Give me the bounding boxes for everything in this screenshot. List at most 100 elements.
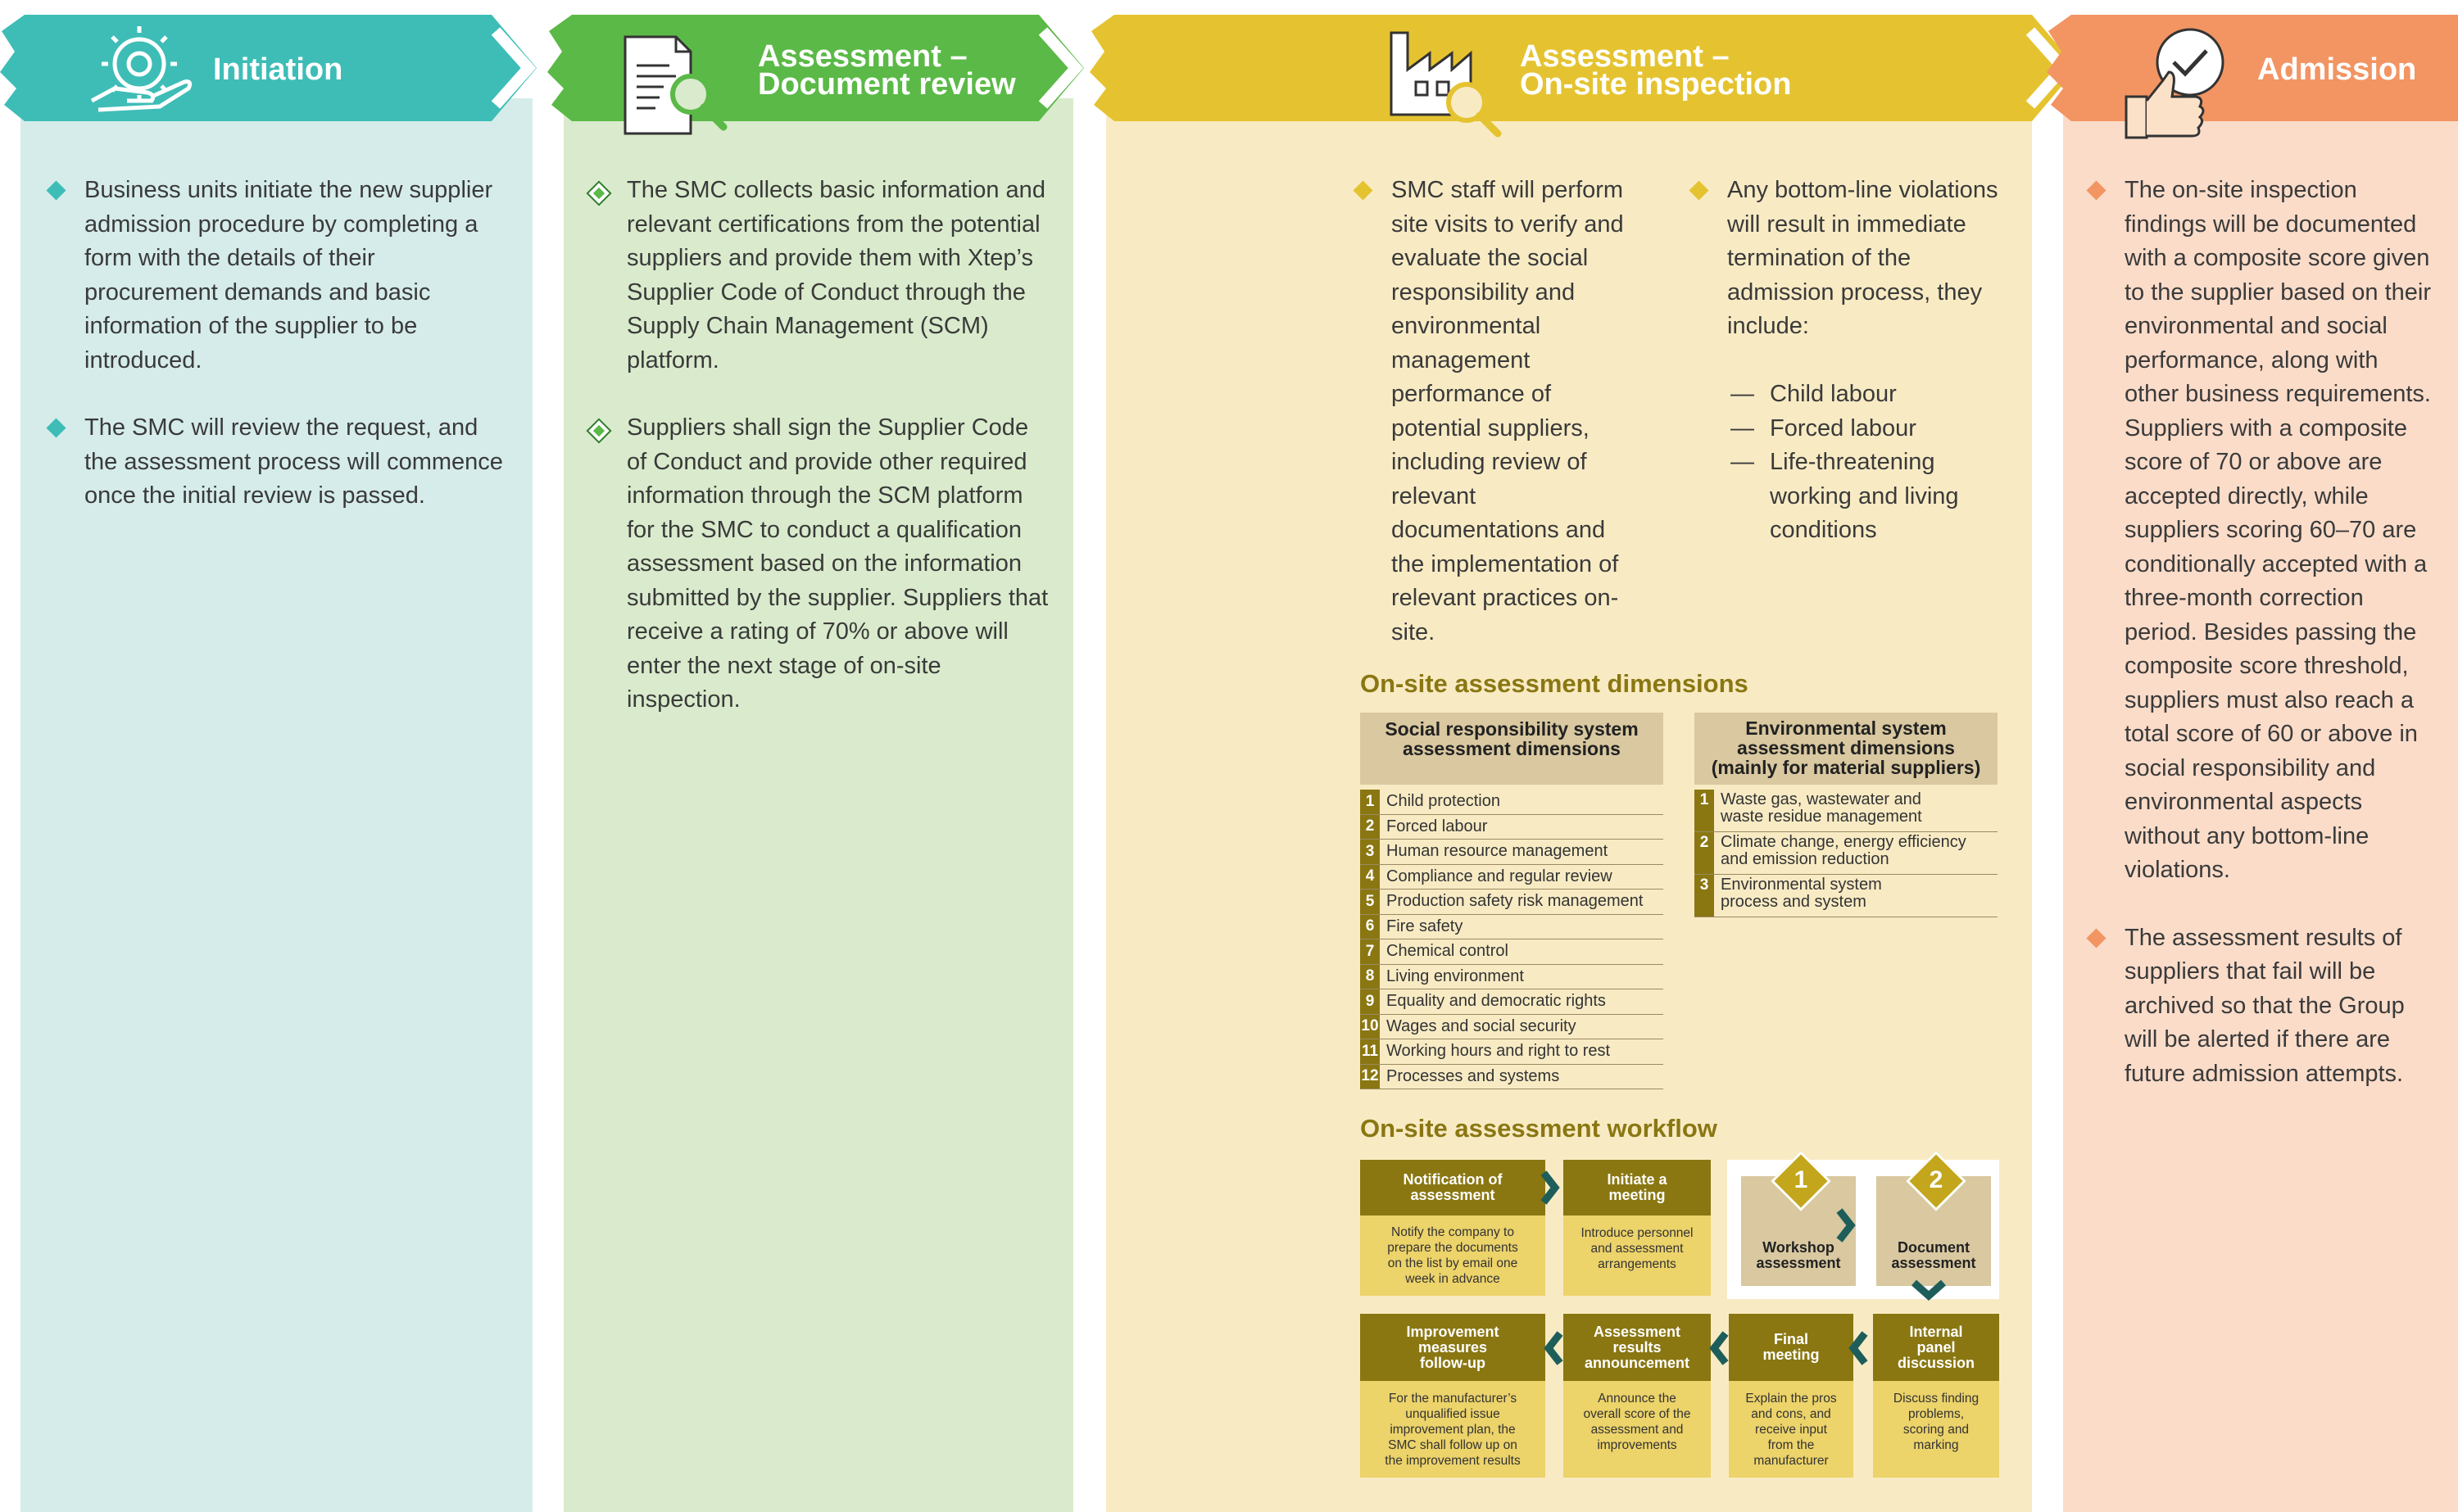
dimension-label: Production safety risk management: [1386, 892, 1644, 911]
dimension-number: 9: [1360, 989, 1380, 1014]
dimension-number: 10: [1360, 1014, 1380, 1039]
dimension-number: 8: [1360, 964, 1380, 989]
dimension-number: 6: [1360, 914, 1380, 939]
dimensions-title: On-site assessment dimensions: [1360, 669, 1748, 698]
social-dimension-row: 5 Production safety risk management: [1360, 890, 1663, 915]
factory-magnifier-icon: [1385, 25, 1508, 139]
review-title: Assessment – Document review: [758, 39, 1016, 102]
dimension-number: 7: [1360, 939, 1380, 964]
admission-bullet: The assessment results of suppliers that…: [2086, 921, 2433, 1092]
admission-banner-shape: [2047, 15, 2458, 121]
dimension-label: Forced labour: [1386, 817, 1488, 835]
inspection-title: Assessment – On-site inspection: [1520, 39, 1792, 102]
dimension-number: 4: [1360, 864, 1380, 889]
diamond-bullet-icon: [588, 183, 610, 204]
admission-bullets: The on-site inspection findings will be …: [2086, 174, 2433, 1125]
workflow-title: On-site assessment workflow: [1360, 1114, 1717, 1143]
review-bullets: The SMC collects basic information and r…: [588, 174, 1050, 751]
social-dimension-row: 12 Processes and systems: [1360, 1064, 1663, 1089]
dimension-number: 11: [1360, 1039, 1380, 1064]
social-dimension-row: 2 Forced labour: [1360, 814, 1663, 840]
inspection-bullet-left: SMC staff will perform site visits to ve…: [1353, 174, 1635, 683]
diamond-bullet-icon: [588, 420, 610, 441]
social-dimension-row: 3 Human resource management: [1360, 840, 1663, 865]
arrow-left-icon: [1709, 1331, 1729, 1365]
social-dimensions-table: Social responsibility system assessment …: [1360, 713, 1663, 1089]
dimension-number: 5: [1360, 890, 1380, 914]
dimension-number: 3: [1360, 840, 1380, 864]
initiation-title: Initiation: [213, 52, 343, 87]
arrow-right-icon: [1540, 1170, 1560, 1205]
diamond-bullet-icon: [2086, 180, 2107, 201]
env-dimensions-header: Environmental system assessment dimensio…: [1694, 713, 1998, 785]
dimension-label: Working hours and right to rest: [1386, 1042, 1611, 1061]
dimension-label: Fire safety: [1386, 917, 1463, 935]
initiation-panel: [20, 98, 533, 1512]
review-bullet: The SMC collects basic information and r…: [588, 174, 1050, 378]
social-dimension-row: 6 Fire safety: [1360, 914, 1663, 939]
social-dimension-row: 4 Compliance and regular review: [1360, 864, 1663, 890]
dimension-label: Equality and democratic rights: [1386, 992, 1606, 1011]
inspection-bullet: Any bottom-line violations will result i…: [1689, 174, 2011, 344]
dimension-label: Processes and systems: [1386, 1066, 1560, 1085]
arrow-left-icon: [1848, 1331, 1868, 1365]
stage-admission: [2063, 0, 2458, 1512]
initiation-bullet: The SMC will review the request, and the…: [46, 411, 508, 514]
dimension-number: 2: [1694, 832, 1714, 874]
dimension-number: 1: [1360, 790, 1380, 814]
thumbs-up-check-icon: [2118, 23, 2241, 146]
document-magnifier-icon: [619, 29, 741, 143]
admission-bullet: The on-site inspection findings will be …: [2086, 174, 2433, 888]
diamond-bullet-icon: [46, 180, 66, 201]
admission-panel: [2063, 98, 2458, 1512]
violation-item: —Life-threatening working and living con…: [1730, 449, 1959, 543]
diamond-bullet-icon: [46, 418, 66, 438]
dimension-label: Compliance and regular review: [1386, 867, 1612, 885]
violation-item: —Child labour: [1730, 381, 1897, 407]
dimension-label: Human resource management: [1386, 842, 1608, 861]
admission-banner: [2047, 15, 2458, 121]
dimension-number: 1: [1694, 790, 1714, 831]
review-bullet: Suppliers shall sign the Supplier Code o…: [588, 411, 1050, 718]
arrow-left-icon: [1544, 1331, 1563, 1365]
admission-title: Admission: [2257, 52, 2417, 87]
dimension-label: Living environment: [1386, 967, 1524, 985]
violations-list: —Child labour —Forced labour —Life-threa…: [1730, 378, 2009, 548]
diamond-bullet-icon: [2086, 927, 2107, 948]
stage-initiation: [20, 0, 533, 1512]
social-dimension-row: 11 Working hours and right to rest: [1360, 1039, 1663, 1065]
social-dimension-row: 9 Equality and democratic rights: [1360, 989, 1663, 1015]
env-dimensions-table: Environmental system assessment dimensio…: [1694, 713, 1998, 917]
dimension-number: 3: [1694, 875, 1714, 917]
dimension-number: 2: [1360, 814, 1380, 839]
step-number: 2: [1929, 1166, 1943, 1193]
review-panel: [564, 98, 1073, 1512]
step-number: 1: [1794, 1166, 1808, 1193]
dimension-number: 12: [1360, 1064, 1380, 1089]
social-dimensions-header: Social responsibility system assessment …: [1360, 713, 1663, 785]
inspection-bullet: SMC staff will perform site visits to ve…: [1353, 174, 1635, 650]
diamond-bullet-icon: [1353, 180, 1373, 201]
violation-item: —Forced labour: [1730, 414, 1916, 441]
gear-hand-icon: [82, 23, 197, 113]
